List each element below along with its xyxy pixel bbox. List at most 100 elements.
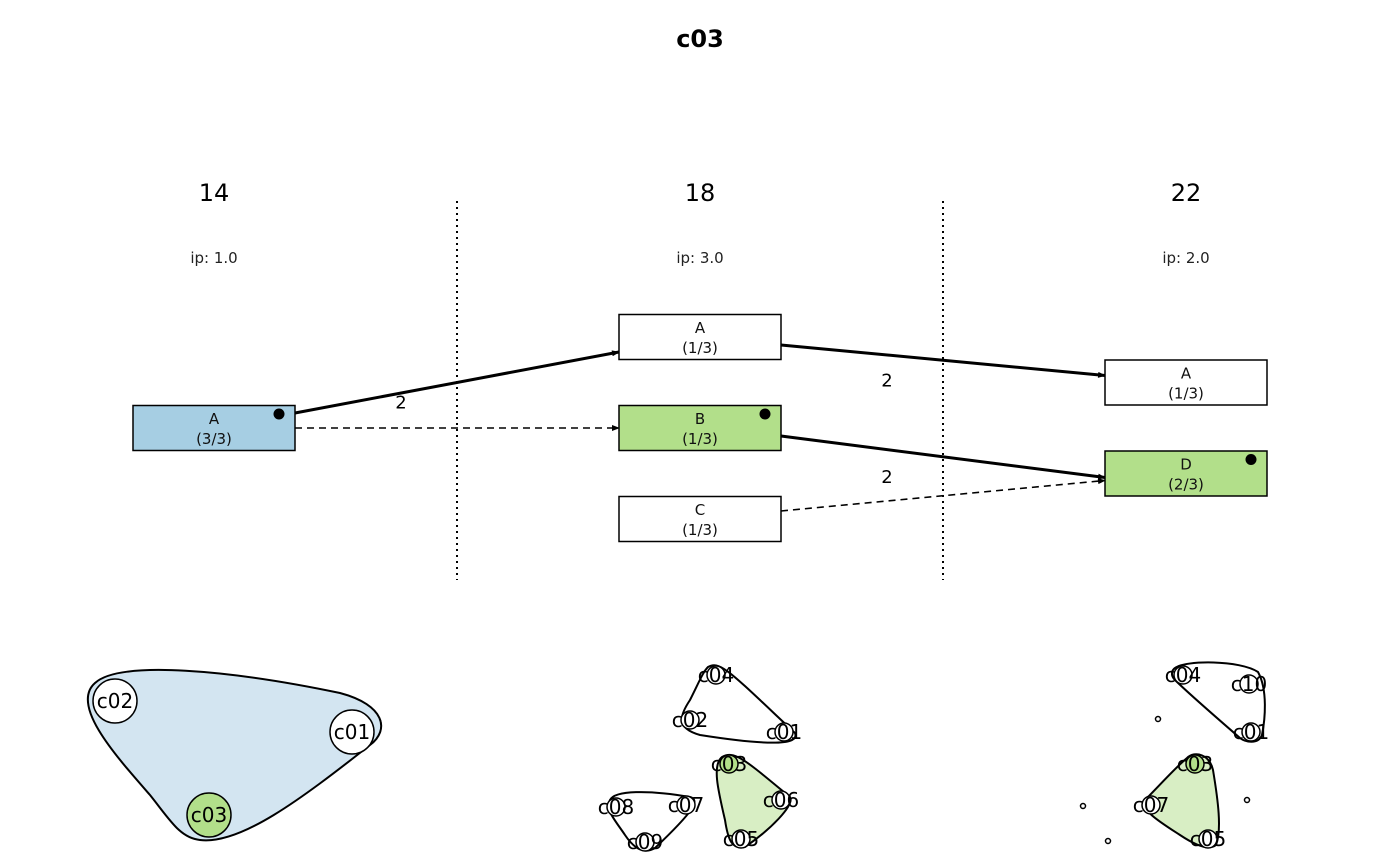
node-label: c05: [1190, 827, 1226, 851]
column-ip-label: ip: 3.0: [676, 249, 723, 267]
community-node: c09: [627, 830, 663, 854]
node-circle: [774, 722, 794, 742]
node-circle: [1241, 722, 1261, 742]
community-graph: c04 c10 c01 c03 c07 c05: [1079, 661, 1269, 851]
node-circle: [635, 832, 655, 852]
state-name: A: [695, 319, 706, 337]
node-label: c03: [711, 752, 747, 776]
community-node: c04: [1165, 663, 1201, 687]
state-box: A(1/3): [618, 313, 782, 361]
node-circle: [706, 665, 726, 685]
state-box-rect: [618, 495, 782, 543]
transition-edge: [780, 343, 1106, 378]
community-hull: [680, 664, 797, 744]
community-node: c05: [1190, 827, 1226, 851]
node-circle: [1239, 674, 1259, 694]
state-box-rect: [618, 313, 782, 361]
node-circle: [92, 678, 138, 724]
focus-marker-dot: [273, 408, 285, 420]
edge-weight-label: 2: [881, 370, 892, 391]
community-node: c03: [1177, 752, 1213, 776]
transition-edge: [780, 434, 1106, 480]
node-circle: [186, 792, 232, 838]
column-step-label: 18: [685, 179, 716, 207]
node-label: c06: [763, 788, 799, 812]
node-circle: [731, 829, 751, 849]
column-step-label: 22: [1171, 179, 1202, 207]
node-circle: [676, 795, 696, 815]
node-circle: [680, 710, 700, 730]
state-box-rect: [132, 404, 296, 452]
transition-edge: [294, 350, 620, 415]
edge-weight-label: 2: [395, 393, 406, 414]
community-node: c07: [668, 793, 704, 817]
node-circle: [1141, 795, 1161, 815]
state-box: A (3/3): [132, 404, 296, 452]
state-name: B: [695, 410, 705, 428]
node-circle: [771, 790, 791, 810]
node-label: c03: [1177, 752, 1213, 776]
node-label: c04: [1165, 663, 1201, 687]
state-name: A: [1181, 365, 1192, 383]
column-ip-label: ip: 1.0: [190, 249, 237, 267]
node-label: c09: [627, 830, 663, 854]
isolated-node-dot: [1104, 837, 1112, 845]
community-node: c02: [672, 708, 708, 732]
node-label: c10: [1231, 672, 1267, 696]
community-node: c03: [186, 792, 232, 838]
community-node: c08: [598, 795, 634, 819]
state-name: A: [209, 410, 220, 428]
node-label: c03: [191, 803, 227, 827]
state-box-rect: [618, 404, 782, 452]
state-name: C: [695, 501, 705, 519]
community-node: c04: [698, 663, 734, 687]
state-fraction: (2/3): [1168, 476, 1204, 494]
node-label: c08: [598, 795, 634, 819]
boxes-layer: A(3/3)A(1/3)B(1/3)C(1/3)A(1/3)D(2/3): [132, 313, 1268, 543]
node-label: c07: [668, 793, 704, 817]
state-fraction: (1/3): [682, 430, 718, 448]
state-fraction: (1/3): [1168, 385, 1204, 403]
state-box: D (2/3): [1104, 450, 1268, 497]
focus-marker-dot: [759, 408, 771, 420]
node-label: c01: [1233, 720, 1269, 744]
column-ip-label: ip: 2.0: [1162, 249, 1209, 267]
state-box-rect: [1104, 450, 1268, 497]
node-label: c05: [723, 827, 759, 851]
node-label: c02: [672, 708, 708, 732]
community-graph: c02 c01 c03: [86, 668, 383, 842]
state-fraction: (3/3): [196, 430, 232, 448]
node-circle: [719, 754, 739, 774]
community-node: c01: [329, 709, 375, 755]
community-node: c05: [723, 827, 759, 851]
community-node: c02: [92, 678, 138, 724]
node-label: c02: [97, 689, 133, 713]
focus-marker-dot: [1245, 454, 1257, 465]
community-hull: [86, 668, 383, 842]
community-hull: [607, 791, 696, 852]
isolated-node-dot: [1079, 802, 1087, 810]
edge-weight-label: 2: [881, 467, 892, 488]
node-label: c01: [766, 720, 802, 744]
diagram-title: c03: [676, 25, 724, 53]
node-label: c01: [334, 720, 370, 744]
community-node: c07: [1133, 793, 1169, 817]
node-circle: [1198, 829, 1218, 849]
isolated-node-dot: [1154, 715, 1162, 723]
state-box-rect: [1104, 359, 1268, 406]
isolated-node-dot: [1243, 796, 1251, 804]
node-circle: [329, 709, 375, 755]
state-fraction: (1/3): [682, 521, 718, 539]
community-node: c10: [1231, 672, 1267, 696]
community-node: c01: [1233, 720, 1269, 744]
community-node: c01: [766, 720, 802, 744]
edges-layer: 2 2 2: [294, 343, 1106, 512]
node-label: c07: [1133, 793, 1169, 817]
state-name: D: [1180, 456, 1192, 474]
community-node: c03: [711, 752, 747, 776]
state-box: B (1/3): [618, 404, 782, 452]
community-node: c06: [763, 788, 799, 812]
node-circle: [606, 797, 626, 817]
